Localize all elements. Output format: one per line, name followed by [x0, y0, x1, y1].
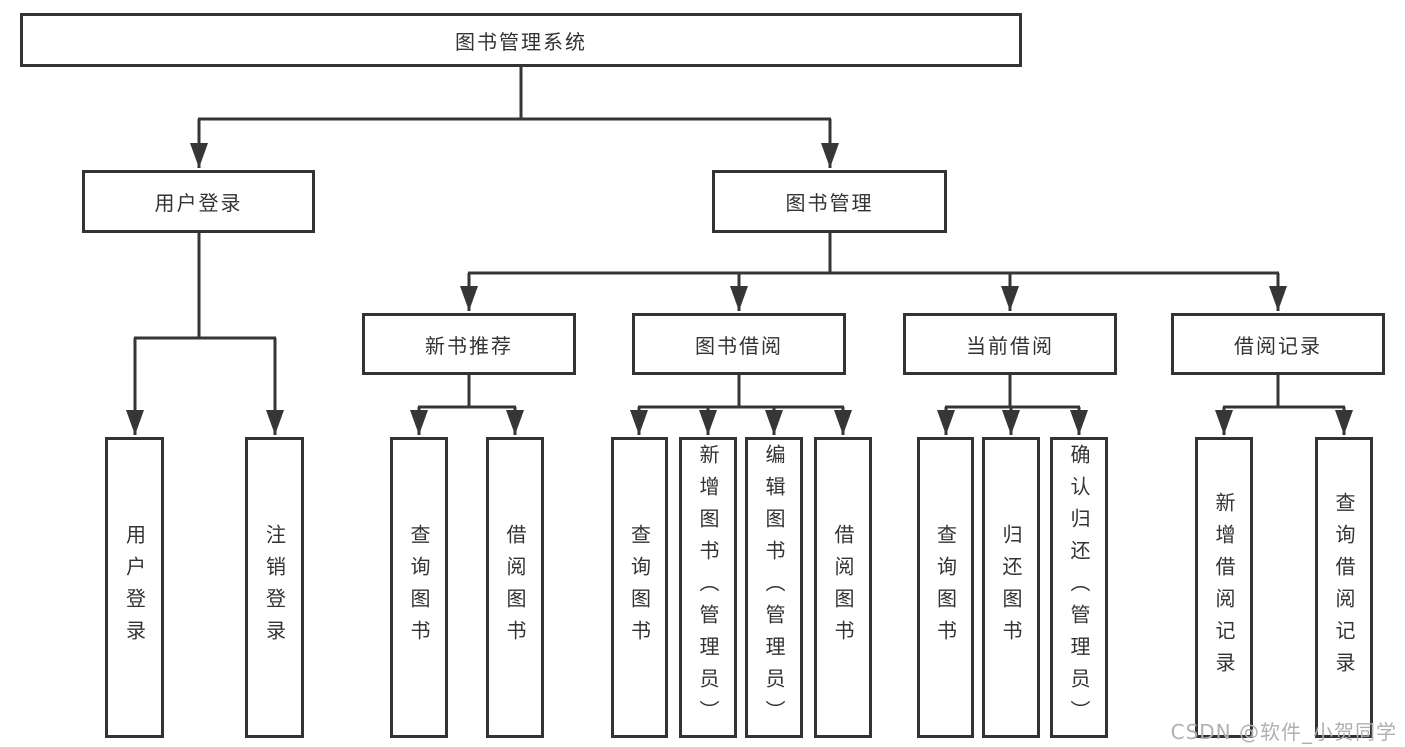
node-current-borrow: 当前借阅: [903, 313, 1117, 375]
node-label: 图书管理: [785, 191, 874, 215]
leaf-logout: 注销登录: [245, 437, 304, 738]
node-label: 用户登录: [154, 191, 243, 215]
node-book-management: 图书管理: [712, 170, 947, 233]
leaf-query-borrow-record: 查询借阅记录: [1315, 437, 1373, 738]
csdn-watermark: CSDN @软件_小贺同学: [1170, 720, 1397, 744]
leaf-add-books-admin: 新增图书（管理员）: [679, 437, 737, 738]
leaf-query-books-recommend: 查询图书: [390, 437, 448, 738]
node-label: 编辑图书（管理员）: [762, 443, 786, 732]
node-user-login: 用户登录: [82, 170, 315, 233]
leaf-borrow-books-borrow: 借阅图书: [814, 437, 872, 738]
node-label: 查询图书: [407, 523, 431, 652]
leaf-return-books: 归还图书: [982, 437, 1040, 738]
connector-new-book-recommend-to-leaves: [410, 375, 524, 435]
connector-book-borrow-to-leaves: [630, 375, 852, 435]
node-label: 确认归还（管理员）: [1067, 443, 1091, 732]
node-label: 用户登录: [122, 523, 147, 652]
node-label: 查询图书: [627, 523, 652, 652]
node-new-book-recommend: 新书推荐: [362, 313, 576, 375]
connector-current-borrow-to-leaves: [937, 375, 1088, 435]
node-label: 新书推荐: [425, 333, 513, 358]
node-label: 借阅图书: [831, 523, 855, 652]
node-label: 借阅记录: [1234, 333, 1322, 358]
leaf-edit-books-admin: 编辑图书（管理员）: [745, 437, 803, 738]
leaf-query-books-borrow: 查询图书: [611, 437, 668, 738]
leaf-user-login: 用户登录: [105, 437, 164, 738]
connector-user-login-to-leaves: [126, 233, 284, 435]
leaf-borrow-books-recommend: 借阅图书: [486, 437, 544, 738]
connector-borrow-records-to-leaves: [1215, 375, 1353, 435]
node-book-borrow: 图书借阅: [632, 313, 846, 375]
node-label: 新增图书（管理员）: [696, 443, 720, 732]
node-label: 借阅图书: [503, 523, 527, 652]
node-label: 查询借阅记录: [1332, 491, 1356, 684]
node-label: 归还图书: [999, 523, 1023, 652]
node-root-library-system: 图书管理系统: [20, 13, 1022, 67]
connector-book-management-to-level3: [460, 233, 1287, 311]
node-label: 图书管理系统: [455, 29, 587, 54]
leaf-query-books-current: 查询图书: [917, 437, 974, 738]
node-label: 当前借阅: [966, 333, 1054, 358]
node-label: 注销登录: [262, 523, 287, 652]
node-borrow-records: 借阅记录: [1171, 313, 1385, 375]
leaf-confirm-return-admin: 确认归还（管理员）: [1050, 437, 1108, 738]
leaf-add-borrow-record: 新增借阅记录: [1195, 437, 1253, 738]
node-label: 新增借阅记录: [1212, 491, 1236, 684]
node-label: 图书借阅: [695, 333, 783, 358]
node-label: 查询图书: [933, 523, 958, 652]
connector-root-to-level2: [190, 67, 839, 168]
